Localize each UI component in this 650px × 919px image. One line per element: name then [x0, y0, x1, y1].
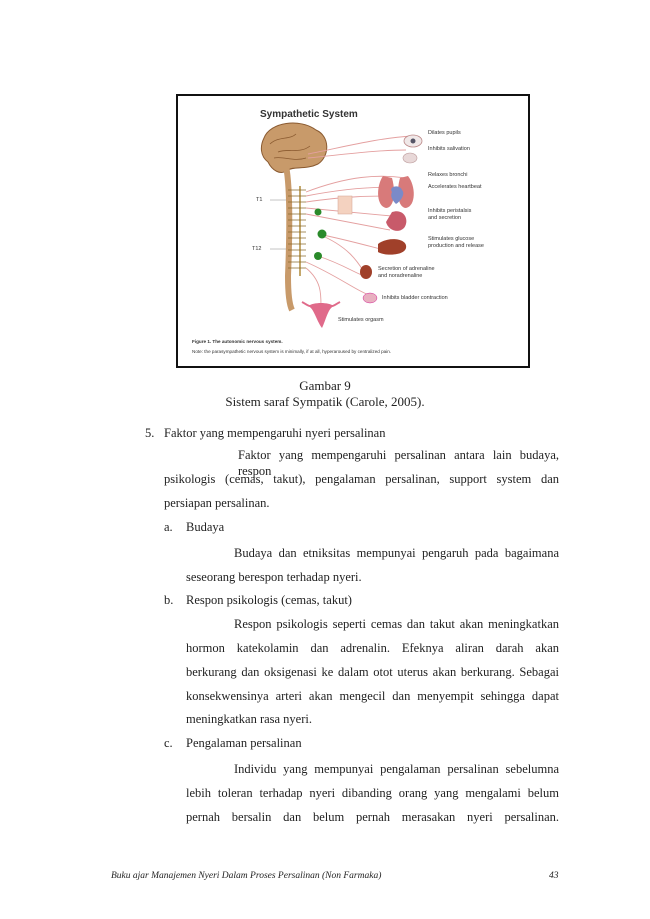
section-intro-line2: psikologis (cemas, takut), pengalaman pe… [164, 472, 559, 486]
label-inhibits-peristalsis-1: Inhibits peristalsis [428, 208, 472, 214]
item-b-line1: Respon psikologis seperti cemas dan taku… [234, 617, 559, 631]
item-b-line2: hormon katekolamin dan adrenalin. Efekny… [186, 641, 559, 655]
salivary-gland-icon [402, 152, 418, 164]
item-c-title: Pengalaman persalinan [186, 736, 302, 750]
item-a-line1: Budaya dan etniksitas mempunyai pengaruh… [234, 546, 559, 560]
item-c-line2: lebih toleran terhadap nyeri dibanding o… [186, 786, 559, 800]
heart-icon [391, 186, 404, 204]
liver-icon [378, 239, 407, 255]
footer-book-title: Buku ajar Manajemen Nyeri Dalam Proses P… [111, 871, 382, 881]
label-secretion-adrenaline-2: and noradrenaline [378, 273, 423, 279]
figure-title: Sympathetic System [260, 109, 358, 120]
caption-line1: Gambar 9 [299, 378, 351, 393]
spinal-cord [283, 165, 295, 312]
label-t12: T12 [252, 246, 262, 252]
figure-note-line2: Note: the parasympathetic nervous system… [192, 349, 392, 354]
section-number: 5. [145, 426, 155, 440]
skin-icon [337, 195, 353, 215]
sympathetic-diagram [260, 122, 423, 328]
figure-note-line1: Figure 1. The autonomic nervous system. [192, 339, 283, 344]
item-c-line1: Individu yang mempunyai pengalaman persa… [234, 762, 559, 776]
label-dilates-pupils: Dilates pupils [428, 130, 461, 136]
item-a-line2: seseorang berespon terhadap nyeri. [186, 570, 362, 584]
item-c-letter: c. [164, 736, 173, 750]
figure-sympathetic-system: Sympathetic System Dilates pupils Inhibi… [176, 94, 530, 368]
label-t1: T1 [256, 197, 263, 203]
stomach-icon [386, 211, 407, 231]
item-a-title: Budaya [186, 520, 225, 534]
lungs-icon [378, 176, 394, 208]
label-relaxes-bronchi: Relaxes bronchi [428, 172, 468, 178]
item-b-line3: berkurang dan oksigenasi ke dalam otot u… [186, 665, 559, 679]
section-intro-line1: Faktor yang mempengaruhi persalinan anta… [238, 448, 559, 478]
item-a-letter: a. [164, 520, 173, 534]
item-b-title: Respon psikologis (cemas, takut) [186, 593, 352, 607]
item-c-line3: pernah bersalin dan belum pernah merasak… [186, 810, 559, 824]
label-accelerates-heartbeat: Accelerates heartbeat [428, 184, 482, 190]
adrenal-icon [360, 265, 372, 279]
footer-page-number: 43 [549, 871, 559, 881]
label-inhibits-bladder: Inhibits bladder contraction [382, 295, 448, 301]
label-inhibits-salivation: Inhibits salivation [428, 146, 470, 152]
caption-line2: Sistem saraf Sympatik (Carole, 2005). [225, 394, 425, 409]
item-b-letter: b. [164, 593, 174, 607]
label-secretion-adrenaline-1: Secretion of adrenaline [378, 266, 435, 272]
item-b-line4: konsekwensinya arteri akan mengecil dan … [186, 689, 559, 703]
label-stimulates-orgasm: Stimulates orgasm [338, 317, 384, 323]
bladder-icon [362, 292, 378, 304]
uterus-icon [308, 303, 334, 328]
label-stimulates-glucose-1: Stimulates glucose [428, 236, 475, 242]
section-heading: Faktor yang mempengaruhi nyeri persalina… [164, 426, 386, 440]
section-intro-line3: persiapan persalinan. [164, 496, 270, 510]
brain-icon [260, 122, 328, 173]
label-stimulates-glucose-2: production and release [428, 243, 484, 249]
label-inhibits-peristalsis-2: and secretion [428, 215, 462, 221]
item-b-line5: meningkatkan rasa nyeri. [186, 712, 312, 726]
